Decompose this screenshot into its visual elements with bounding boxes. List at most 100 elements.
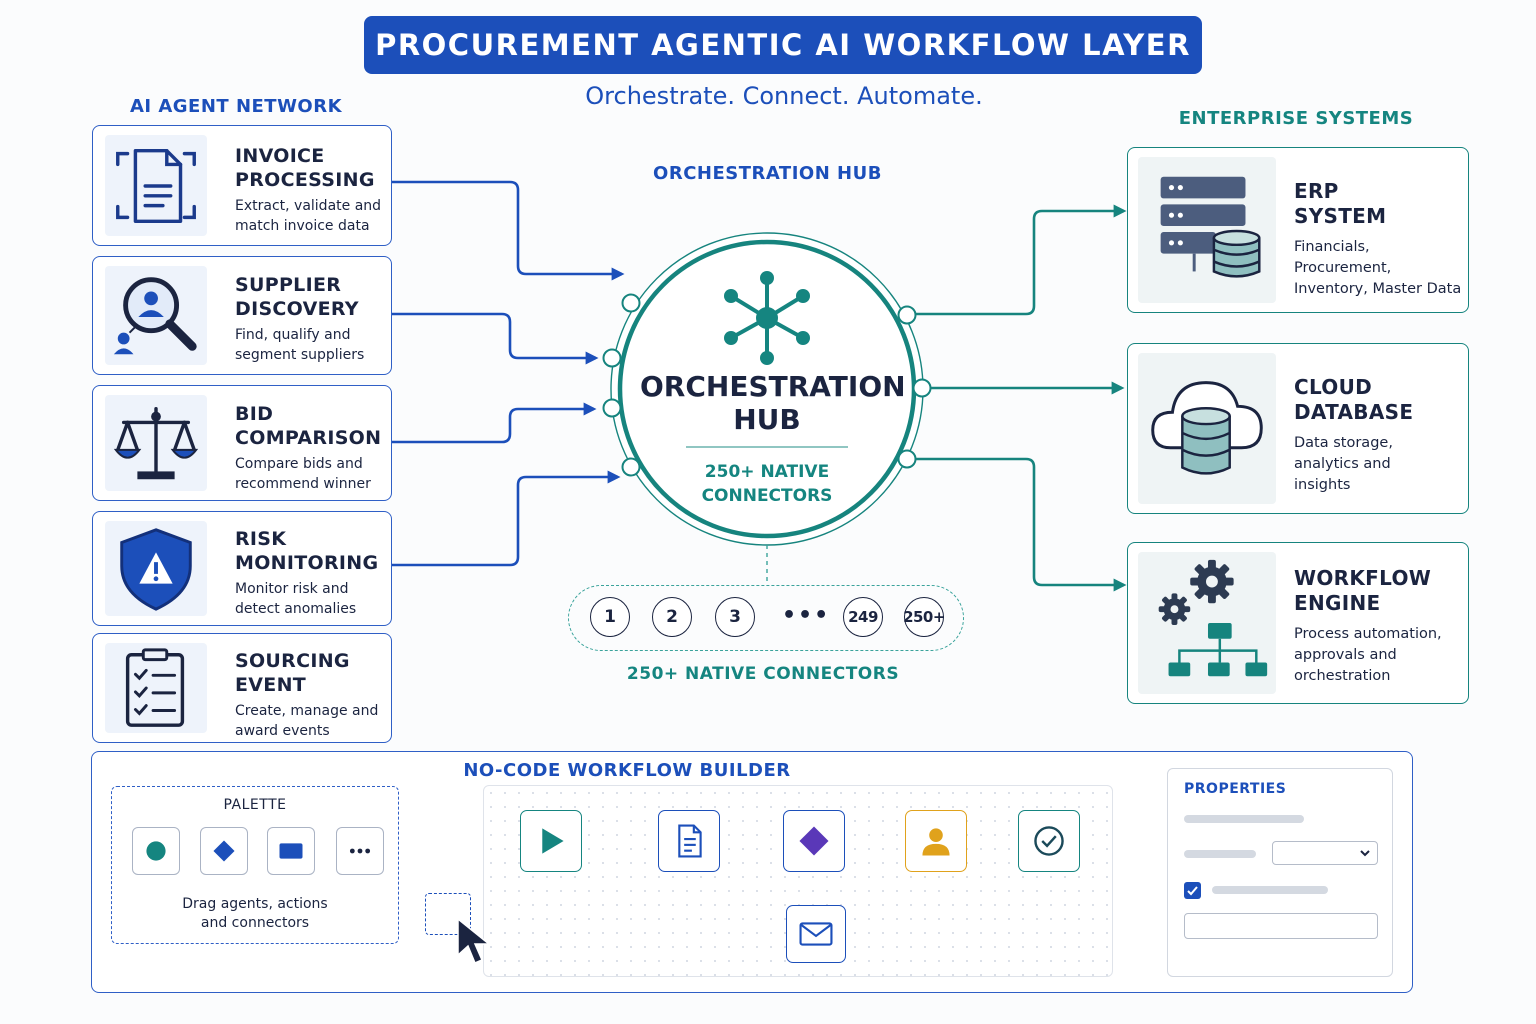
enterprise-desc: Data storage, xyxy=(1294,435,1393,451)
agent-desc: Create, manage and xyxy=(235,703,379,719)
agent-title: RISK xyxy=(235,528,287,550)
property-checkbox[interactable] xyxy=(1184,882,1201,899)
wire-risk xyxy=(392,470,621,567)
enterprise-desc: Inventory, Master Data xyxy=(1294,281,1462,297)
agent-desc: Compare bids and xyxy=(235,456,363,472)
properties-panel: PROPERTIES xyxy=(1167,768,1393,977)
enterprise-desc: Process automation, xyxy=(1294,626,1442,642)
connector-node[interactable]: 3 xyxy=(715,597,755,637)
hub-title-line: ORCHESTRATION xyxy=(640,370,906,403)
mail-icon xyxy=(799,922,833,946)
palette-desc-line: Drag agents, actions xyxy=(182,896,328,912)
agent-title: MONITORING xyxy=(235,552,379,574)
flow-start-node[interactable] xyxy=(520,810,582,872)
connector-list: 1 2 3 ••• 249 250+ xyxy=(568,585,964,651)
enterprise-desc: analytics and xyxy=(1294,456,1391,472)
agent-title: SUPPLIER xyxy=(235,274,342,296)
connector-node[interactable]: 1 xyxy=(590,597,630,637)
palette-circle-icon[interactable] xyxy=(132,827,180,875)
hub-sub-line: CONNECTORS xyxy=(701,486,833,506)
agent-desc: Monitor risk and xyxy=(235,581,349,597)
gears-hierarchy-icon xyxy=(1138,552,1276,694)
scales-icon xyxy=(105,395,207,491)
enterprise-title: SYSTEM xyxy=(1294,204,1387,228)
agents-section-title: AI AGENT NETWORK xyxy=(129,96,343,117)
hub-section-title: ORCHESTRATION HUB xyxy=(653,163,882,184)
connectors-label: 250+ NATIVE CONNECTORS xyxy=(626,664,900,684)
agent-title: BID xyxy=(235,403,274,425)
agent-title: INVOICE xyxy=(235,145,325,167)
agent-title: SOURCING xyxy=(235,650,350,672)
agent-desc: detect anomalies xyxy=(235,601,357,617)
enterprise-desc: Financials, Procurement, xyxy=(1294,239,1392,276)
enterprise-desc: approvals and xyxy=(1294,647,1397,663)
palette-rectangle-icon[interactable] xyxy=(267,827,315,875)
flow-end-node[interactable] xyxy=(1018,810,1080,872)
ellipsis: ••• xyxy=(782,603,831,628)
title-banner: PROCUREMENT AGENTIC AI WORKFLOW LAYER xyxy=(364,16,1202,74)
enterprise-desc: insights xyxy=(1294,477,1351,493)
palette-title: PALETTE xyxy=(223,797,287,813)
property-label-bar xyxy=(1184,850,1256,858)
agent-title: EVENT xyxy=(235,674,307,696)
connector-node[interactable]: 250+ xyxy=(903,597,945,637)
enterprise-title: ERP xyxy=(1294,179,1339,203)
flow-document-node[interactable] xyxy=(658,810,720,872)
shield-warning-icon xyxy=(105,521,207,616)
agent-desc: Find, qualify and xyxy=(235,327,351,343)
property-input[interactable] xyxy=(1184,913,1378,939)
user-icon xyxy=(922,828,950,856)
enterprise-title: CLOUD xyxy=(1294,375,1373,399)
palette-diamond-icon[interactable] xyxy=(200,827,248,875)
play-icon xyxy=(542,828,564,854)
palette-more-icon[interactable] xyxy=(336,827,384,875)
enterprise-title: DATABASE xyxy=(1294,400,1414,424)
agent-desc: recommend winner xyxy=(235,476,371,492)
palette-desc-line: and connectors xyxy=(200,915,310,931)
palette-description: Drag agents, actions and connectors xyxy=(112,895,398,933)
flow-decision-node[interactable] xyxy=(783,810,845,872)
agent-desc: match invoice data xyxy=(235,218,370,234)
drag-ghost xyxy=(425,893,471,935)
diamond-icon xyxy=(799,826,829,856)
connector-node[interactable]: 249 xyxy=(843,597,883,637)
properties-title: PROPERTIES xyxy=(1184,781,1287,797)
flow-notify-node[interactable] xyxy=(786,905,846,963)
enterprise-section-title: ENTERPRISE SYSTEMS xyxy=(1178,108,1414,129)
flow-approval-node[interactable] xyxy=(905,810,967,872)
check-icon xyxy=(1187,886,1198,896)
chevron-down-icon xyxy=(1360,850,1370,857)
property-placeholder-bar xyxy=(1184,815,1304,823)
agent-desc: Extract, validate and xyxy=(235,198,382,214)
hub-sub-line: 250+ NATIVE xyxy=(704,462,830,482)
wire-bid xyxy=(392,402,597,444)
agent-title: PROCESSING xyxy=(235,169,375,191)
document-icon xyxy=(678,824,702,858)
property-checkbox-label-bar xyxy=(1212,886,1328,894)
server-database-icon xyxy=(1138,157,1276,303)
network-hub-icon xyxy=(724,271,810,365)
palette-panel: PALETTE Drag agents, actions and connecto… xyxy=(111,786,399,944)
document-scan-icon xyxy=(105,135,207,236)
wire-supplier xyxy=(392,312,599,365)
property-select[interactable] xyxy=(1272,841,1378,865)
cloud-database-icon xyxy=(1138,353,1276,504)
enterprise-desc: orchestration xyxy=(1294,668,1391,684)
agent-title: DISCOVERY xyxy=(235,298,359,320)
connector-node[interactable]: 2 xyxy=(652,597,692,637)
agent-desc: segment suppliers xyxy=(235,347,365,363)
agent-title: COMPARISON xyxy=(235,427,382,449)
hub-subtitle: 250+ NATIVE CONNECTORS xyxy=(640,460,894,508)
wire-invoice xyxy=(392,180,625,281)
page-title: PROCUREMENT AGENTIC AI WORKFLOW LAYER xyxy=(375,28,1191,62)
